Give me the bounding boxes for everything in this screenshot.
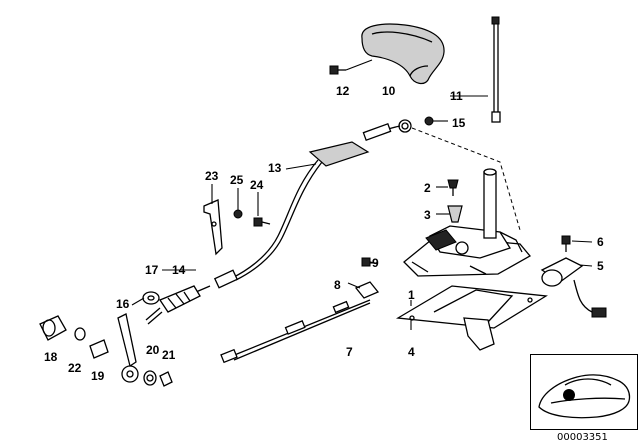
callout-13: 13 (268, 161, 282, 175)
callout-19: 19 (91, 369, 105, 383)
shift-housing (403, 168, 531, 277)
linkage-rod (220, 299, 371, 364)
callout-16: 16 (116, 297, 130, 311)
callout-24: 24 (250, 178, 264, 192)
cable-bracket (203, 199, 271, 256)
ring (143, 370, 157, 386)
selector-knob (361, 23, 445, 85)
car-silhouette (538, 374, 631, 419)
housing-clip (447, 205, 463, 223)
callout-4: 4 (408, 345, 415, 359)
callout-8: 8 (334, 278, 341, 292)
callout-18: 18 (44, 350, 58, 364)
selector-shaft (491, 16, 501, 123)
washer (74, 327, 86, 341)
locator-marker (563, 389, 575, 401)
selector-lever (117, 313, 139, 383)
rod-clip (354, 281, 380, 299)
knob-screw (329, 59, 373, 75)
cable-bushing (398, 116, 448, 133)
callout-22: 22 (68, 361, 82, 375)
base-plate (395, 285, 548, 351)
callout-25: 25 (230, 173, 244, 187)
callout-12: 12 (336, 84, 350, 98)
callout-15: 15 (452, 116, 466, 130)
housing-screw (447, 179, 459, 196)
callout-5: 5 (597, 259, 604, 273)
pin (89, 339, 109, 359)
callout-17: 17 (145, 263, 159, 277)
cable-end-boot (145, 285, 211, 325)
callout-23: 23 (205, 169, 219, 183)
diagram-id: 00003351 (557, 432, 608, 443)
callout-2: 2 (424, 181, 431, 195)
callout-11: 11 (450, 89, 463, 103)
callout-21: 21 (162, 348, 176, 362)
callout-3: 3 (424, 208, 431, 222)
shift-cable (213, 122, 401, 289)
callout-7: 7 (346, 345, 353, 359)
lever-bushing (39, 315, 67, 341)
callout-10: 10 (382, 84, 396, 98)
callout-14: 14 (172, 263, 186, 277)
position-switch (540, 257, 607, 318)
nut (159, 371, 173, 387)
callout-9: 9 (372, 256, 379, 270)
vehicle-locator-inset (530, 354, 638, 430)
switch-screw (561, 235, 571, 252)
callout-6: 6 (597, 235, 604, 249)
callout-1: 1 (408, 288, 415, 302)
callout-20: 20 (146, 343, 160, 357)
bushing (142, 291, 160, 305)
